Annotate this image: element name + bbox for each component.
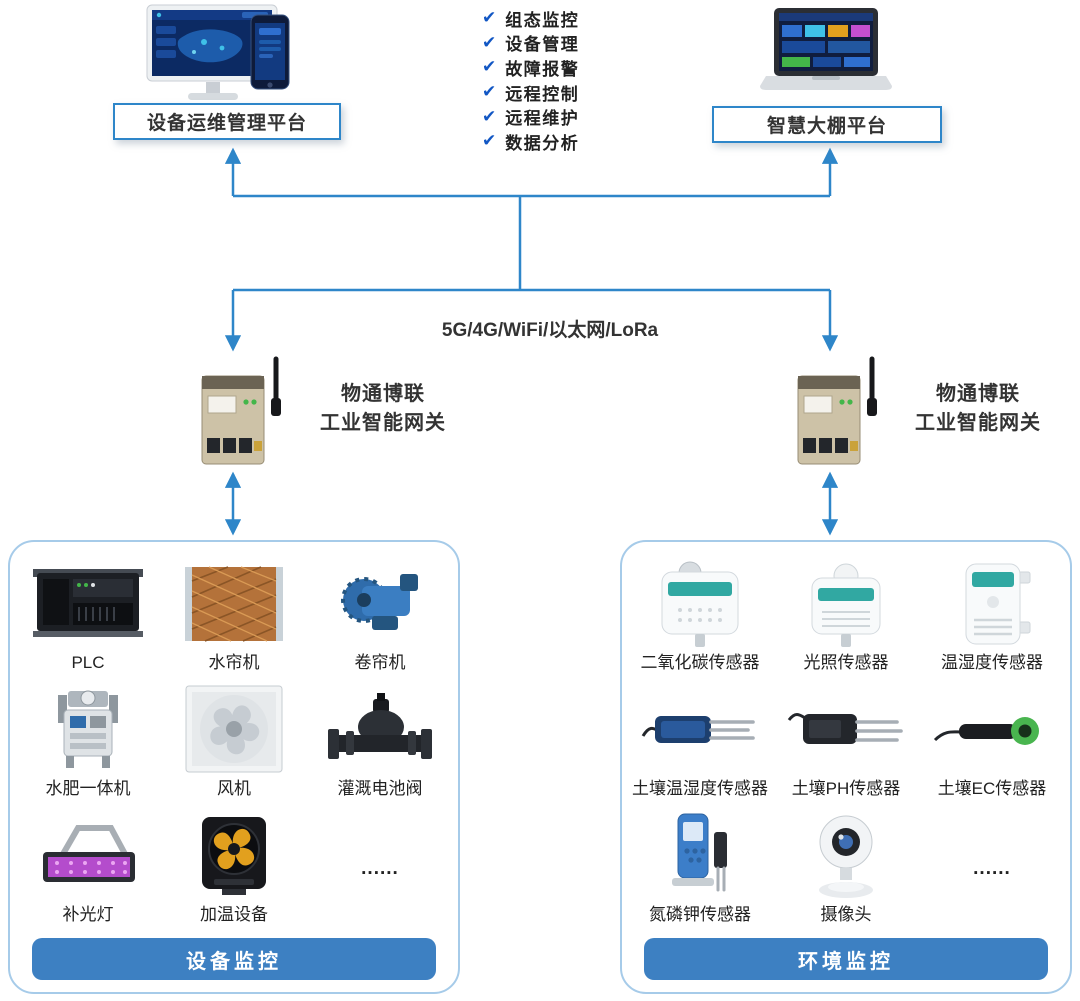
feature-label: 故障报警 xyxy=(505,59,580,79)
heater-icon xyxy=(161,808,307,904)
network-label: 5G/4G/WiFi/以太网/LoRa xyxy=(441,320,659,341)
soil-ec-sensor-icon xyxy=(919,682,1065,778)
check-icon: ✔ xyxy=(482,82,497,102)
device-label: 灌溉电池阀 xyxy=(337,779,423,798)
environment-monitoring-banner: 环境监控 xyxy=(644,938,1048,980)
npk-sensor-icon xyxy=(627,808,773,904)
soil-temp-humidity-sensor-icon xyxy=(627,682,773,778)
device-item-fertigation-machine: 水肥一体机 xyxy=(15,682,161,804)
gateway-label-line1: 物通博联 xyxy=(341,383,425,405)
feature-item: ✔ 远程维护 xyxy=(482,104,579,129)
environment-monitoring-panel: 二氧化碳传感器 光照传感器 xyxy=(620,540,1072,994)
gateway-label: 物通博联 工业智能网关 xyxy=(893,380,1063,438)
device-item-temp-humidity-sensor: 温湿度传感器 xyxy=(919,556,1065,678)
device-label: 土壤温湿度传感器 xyxy=(632,779,768,798)
feature-item: ✔ 数据分析 xyxy=(482,129,579,154)
device-item-light-sensor: 光照传感器 xyxy=(773,556,919,678)
irrigation-valve-icon xyxy=(307,682,453,778)
environment-grid: 二氧化碳传感器 光照传感器 xyxy=(627,556,1065,930)
device-label: 水肥一体机 xyxy=(45,779,131,798)
device-item-water-curtain: 水帘机 xyxy=(161,556,307,678)
device-monitoring-title: 设备监控 xyxy=(186,950,282,973)
device-label: 土壤EC传感器 xyxy=(937,779,1047,798)
device-label: 补光灯 xyxy=(62,905,114,924)
device-label: 温湿度传感器 xyxy=(941,653,1043,672)
check-icon: ✔ xyxy=(482,8,497,28)
device-item-fan: 风机 xyxy=(161,682,307,804)
device-item-soil-ec-sensor: 土壤EC传感器 xyxy=(919,682,1065,804)
gateway-icon xyxy=(192,354,287,473)
device-item-more: ...... xyxy=(919,808,1065,930)
device-label: 氮磷钾传感器 xyxy=(649,905,751,924)
check-icon: ✔ xyxy=(482,57,497,77)
device-ops-platform-text: 设备运维管理平台 xyxy=(146,113,307,134)
water-curtain-icon xyxy=(161,556,307,652)
smart-greenhouse-platform-label: 智慧大棚平台 xyxy=(712,106,942,143)
device-item-soil-ph-sensor: 土壤PH传感器 xyxy=(773,682,919,804)
co2-sensor-icon xyxy=(627,556,773,652)
check-icon: ✔ xyxy=(482,106,497,126)
device-label: 风机 xyxy=(217,779,251,798)
feature-item: ✔ 远程控制 xyxy=(482,80,579,105)
feature-label: 组态监控 xyxy=(505,10,580,30)
device-label: 二氧化碳传感器 xyxy=(640,653,760,672)
device-item-soil-temp-humidity-sensor: 土壤温湿度传感器 xyxy=(627,682,773,804)
device-label: 水帘机 xyxy=(208,653,260,672)
smart-greenhouse-platform-text: 智慧大棚平台 xyxy=(766,116,887,137)
device-monitoring-panel: PLC 水帘机 xyxy=(8,540,460,994)
gateway-label-line1: 物通博联 xyxy=(936,383,1020,405)
device-label: 摄像头 xyxy=(820,905,872,924)
gateway-label-line2: 工业智能网关 xyxy=(915,412,1041,434)
check-icon: ✔ xyxy=(482,131,497,151)
camera-icon xyxy=(773,808,919,904)
device-item-camera: 摄像头 xyxy=(773,808,919,930)
device-label: 加温设备 xyxy=(200,905,268,924)
more-label: ...... xyxy=(973,858,1011,879)
gateway-icon xyxy=(788,354,883,473)
device-monitoring-banner: 设备监控 xyxy=(32,938,436,980)
feature-checklist: ✔ 组态监控 ✔ 设备管理 ✔ 故障报警 ✔ 远程控制 ✔ 远程维护 ✔ 数据分… xyxy=(482,6,579,154)
laptop-icon xyxy=(760,6,892,99)
device-ops-platform-label: 设备运维管理平台 xyxy=(113,103,341,140)
feature-item: ✔ 组态监控 xyxy=(482,6,579,31)
environment-monitoring-title: 环境监控 xyxy=(798,950,894,973)
plc-icon xyxy=(15,556,161,652)
feature-item: ✔ 故障报警 xyxy=(482,55,579,80)
device-item-heater: 加温设备 xyxy=(161,808,307,930)
device-label: 光照传感器 xyxy=(803,653,889,672)
more-label: ...... xyxy=(361,858,399,879)
fertigation-machine-icon xyxy=(15,682,161,778)
gateway-label: 物通博联 工业智能网关 xyxy=(298,380,468,438)
roller-shutter-icon xyxy=(307,556,453,652)
device-item-more: ...... xyxy=(307,808,453,930)
device-item-co2-sensor: 二氧化碳传感器 xyxy=(627,556,773,678)
device-item-roller-shutter: 卷帘机 xyxy=(307,556,453,678)
device-label: 土壤PH传感器 xyxy=(791,779,901,798)
device-label: PLC xyxy=(71,653,105,672)
gateway-label-line2: 工业智能网关 xyxy=(320,412,446,434)
device-item-grow-light: 补光灯 xyxy=(15,808,161,930)
device-label: 卷帘机 xyxy=(354,653,406,672)
soil-ph-sensor-icon xyxy=(773,682,919,778)
feature-item: ✔ 设备管理 xyxy=(482,31,579,56)
feature-label: 远程控制 xyxy=(505,84,580,104)
temp-humidity-sensor-icon xyxy=(919,556,1065,652)
phone-icon xyxy=(250,14,290,97)
feature-label: 远程维护 xyxy=(505,109,580,129)
fan-icon xyxy=(161,682,307,778)
device-item-plc: PLC xyxy=(15,556,161,678)
device-item-irrigation-valve: 灌溉电池阀 xyxy=(307,682,453,804)
grow-light-icon xyxy=(15,808,161,904)
feature-label: 设备管理 xyxy=(505,35,580,55)
device-grid: PLC 水帘机 xyxy=(15,556,453,930)
feature-label: 数据分析 xyxy=(505,133,580,153)
light-sensor-icon xyxy=(773,556,919,652)
device-item-npk-sensor: 氮磷钾传感器 xyxy=(627,808,773,930)
check-icon: ✔ xyxy=(482,32,497,52)
